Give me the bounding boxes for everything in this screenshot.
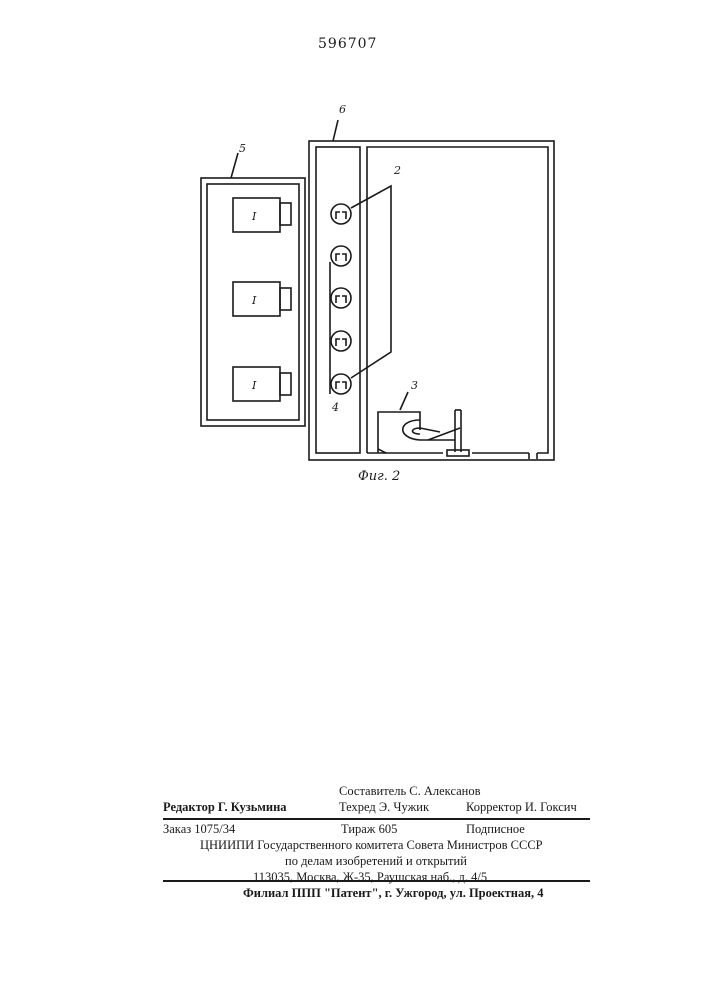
unit-block-1 — [233, 198, 291, 232]
label-2: 2 — [393, 164, 401, 177]
lamp-1 — [331, 204, 351, 224]
unit-block-2 — [233, 282, 291, 316]
leader-2 — [351, 186, 391, 378]
circulation: Тираж 605 — [341, 822, 397, 837]
label-5: 5 — [239, 142, 246, 155]
lamp-3 — [331, 288, 351, 308]
label-6: 6 — [339, 103, 346, 116]
department: по делам изобретений и открытий — [285, 854, 467, 869]
lamp-4 — [331, 331, 351, 351]
institute: ЦНИИПИ Государственного комитета Совета … — [200, 838, 543, 853]
label-4: 4 — [331, 401, 339, 414]
leader-3 — [400, 392, 408, 410]
leader-5 — [231, 153, 238, 178]
order: Заказ 1075/34 — [163, 822, 235, 837]
figure-caption: Фиг. 2 — [358, 469, 400, 484]
rule-top — [163, 818, 590, 820]
branch: Филиал ППП "Патент", г. Ужгород, ул. Про… — [243, 886, 543, 901]
editor: Редактор Г. Кузьмина — [163, 800, 287, 815]
lamp-5 — [331, 374, 351, 394]
label-3: 3 — [411, 379, 418, 392]
techred: Техред Э. Чужик — [339, 800, 429, 815]
lamp-2 — [331, 246, 351, 266]
device-3 — [378, 410, 469, 456]
label-unit-3: I — [251, 379, 257, 392]
subscription: Подписное — [466, 822, 525, 837]
figure-2-drawing: 5 6 2 3 4 I I I Фиг. 2 — [0, 0, 707, 500]
unit-block-3 — [233, 367, 291, 401]
corrector: Корректор И. Гоксич — [466, 800, 577, 815]
address: 113035, Москва, Ж-35, Раушская наб., д. … — [253, 870, 487, 885]
label-unit-1: I — [251, 210, 257, 223]
rule-bottom — [163, 880, 590, 882]
compiler: Составитель С. Алексанов — [339, 784, 481, 799]
leader-6 — [333, 120, 338, 141]
label-unit-2: I — [251, 294, 257, 307]
